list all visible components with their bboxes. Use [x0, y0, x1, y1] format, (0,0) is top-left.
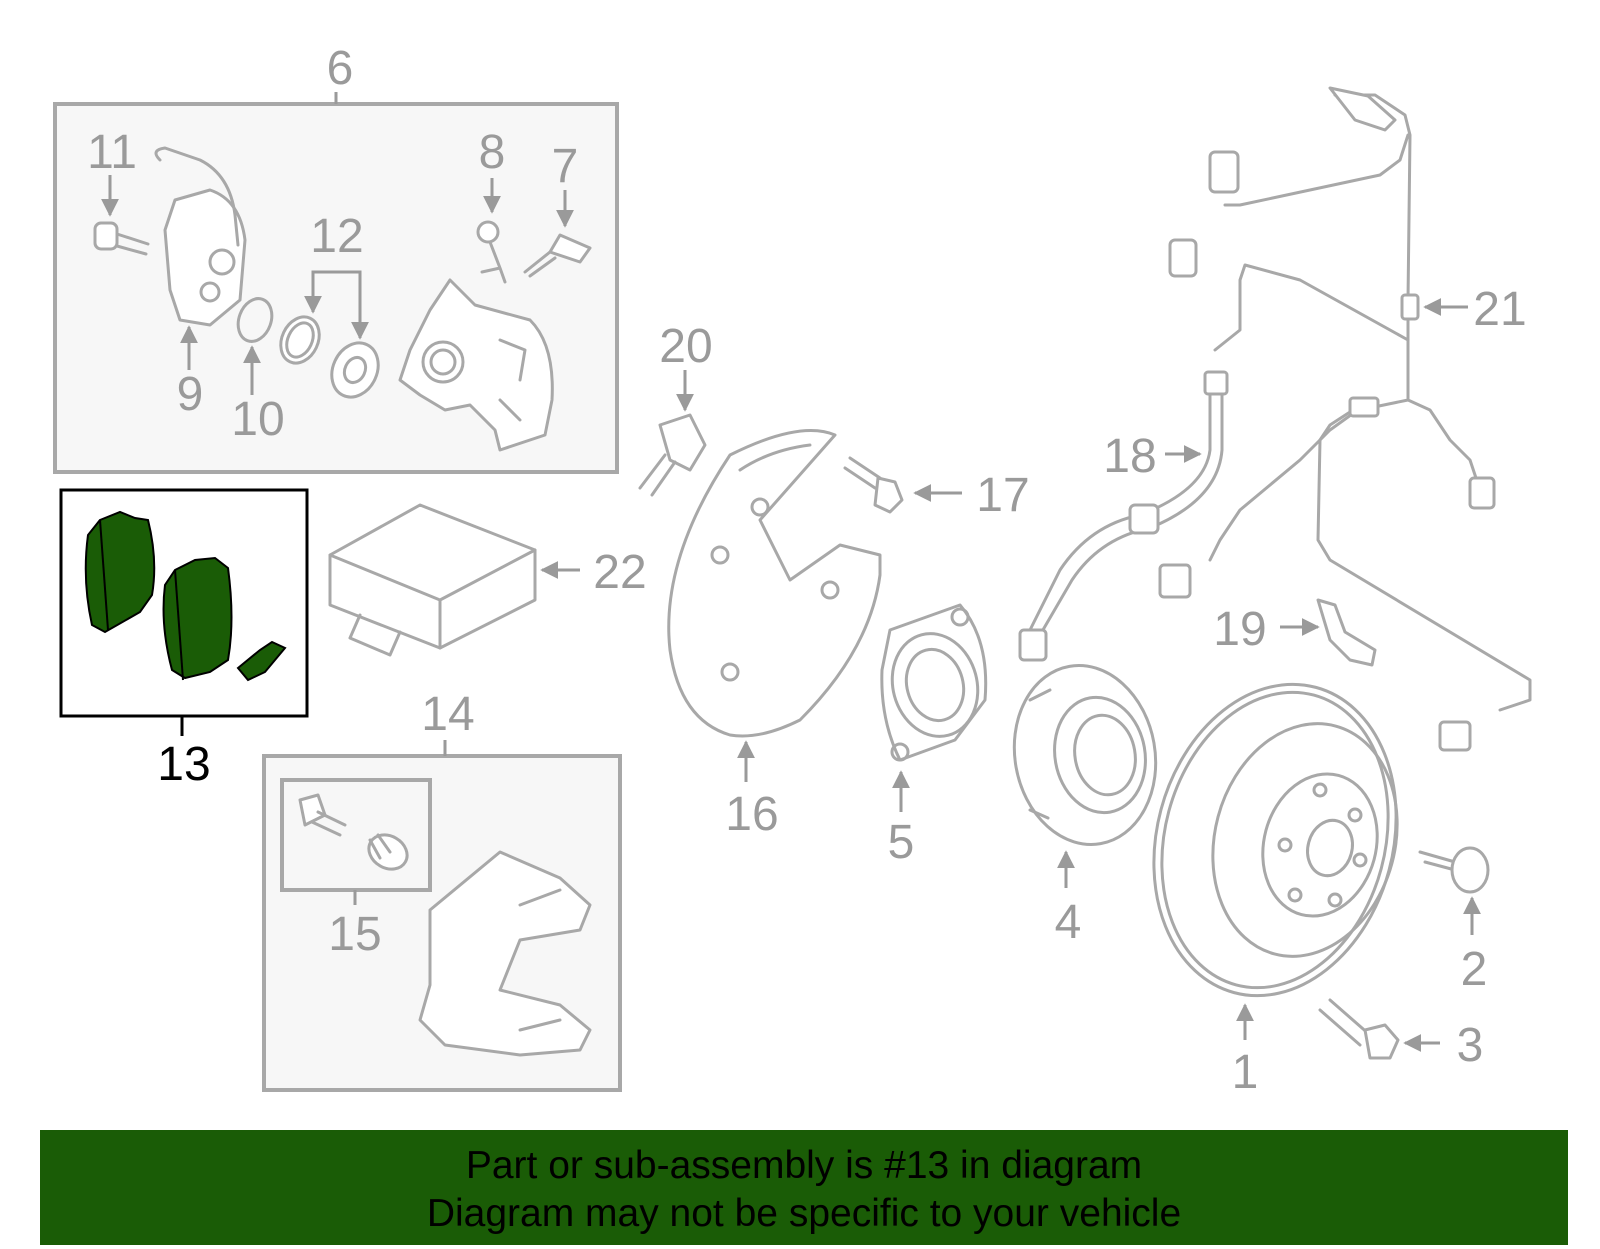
- wear-sensor-clip: [236, 640, 287, 682]
- guide-pin-kit-box[interactable]: 15: [280, 778, 432, 961]
- bolt-11[interactable]: 11: [87, 126, 150, 256]
- label-15: 15: [328, 908, 381, 961]
- label-6: 6: [327, 42, 354, 95]
- label-21: 21: [1473, 283, 1526, 336]
- bolt-3[interactable]: 3: [1318, 998, 1484, 1072]
- brake-rotor-1[interactable]: 1: [1120, 657, 1430, 1099]
- caliper-housing-9[interactable]: 9: [154, 146, 247, 421]
- banner-line-2: Diagram may not be specific to your vehi…: [426, 1192, 1182, 1235]
- label-9: 9: [177, 368, 204, 421]
- o-ring-10[interactable]: 10: [231, 294, 285, 446]
- carrier-bracket: [418, 850, 592, 1057]
- label-22: 22: [593, 546, 646, 599]
- seal-kit-12[interactable]: 12: [274, 210, 387, 405]
- label-10: 10: [231, 393, 284, 446]
- control-module-22[interactable]: 22: [328, 503, 647, 657]
- brake-pad-kit-box[interactable]: 13: [59, 488, 309, 791]
- brake-pad-rear: [162, 556, 233, 681]
- label-16: 16: [725, 788, 778, 841]
- brake-pad-front: [84, 510, 156, 634]
- bolt-17[interactable]: 17: [843, 456, 1030, 522]
- wheel-hub-4[interactable]: 4: [1000, 654, 1169, 949]
- brake-hose-18[interactable]: 18: [1018, 370, 1229, 662]
- label-5: 5: [888, 816, 915, 869]
- label-18: 18: [1103, 430, 1156, 483]
- bleeder-screw-7[interactable]: 7: [523, 140, 592, 278]
- label-13: 13: [157, 738, 210, 791]
- label-19: 19: [1213, 603, 1266, 656]
- banner-line-1: Part or sub-assembly is #13 in diagram: [465, 1144, 1143, 1187]
- bleeder-cap-8[interactable]: 8: [476, 126, 507, 284]
- label-11: 11: [87, 126, 137, 179]
- label-12: 12: [310, 210, 363, 263]
- label-2: 2: [1461, 943, 1488, 996]
- splash-shield-16[interactable]: 16: [667, 429, 882, 842]
- label-14: 14: [421, 688, 474, 741]
- caliper-group-box: 6 11 9 10: [53, 42, 619, 474]
- bracket-19[interactable]: 19: [1213, 598, 1377, 667]
- caliper-carrier-box[interactable]: 14 15: [262, 688, 622, 1092]
- label-1: 1: [1232, 1046, 1259, 1099]
- label-20: 20: [659, 320, 712, 373]
- label-4: 4: [1055, 896, 1082, 949]
- label-8: 8: [479, 126, 506, 179]
- caliper-body: [398, 278, 554, 452]
- label-3: 3: [1457, 1019, 1484, 1072]
- info-banner: Part or sub-assembly is #13 in diagram D…: [40, 1130, 1568, 1245]
- label-17: 17: [976, 469, 1029, 522]
- speed-sensor-20[interactable]: 20: [638, 320, 713, 497]
- label-7: 7: [552, 140, 579, 193]
- wiring-harness-21[interactable]: 21: [1158, 86, 1532, 752]
- wheel-bearing-5[interactable]: 5: [880, 603, 989, 869]
- screw-2[interactable]: 2: [1418, 846, 1490, 996]
